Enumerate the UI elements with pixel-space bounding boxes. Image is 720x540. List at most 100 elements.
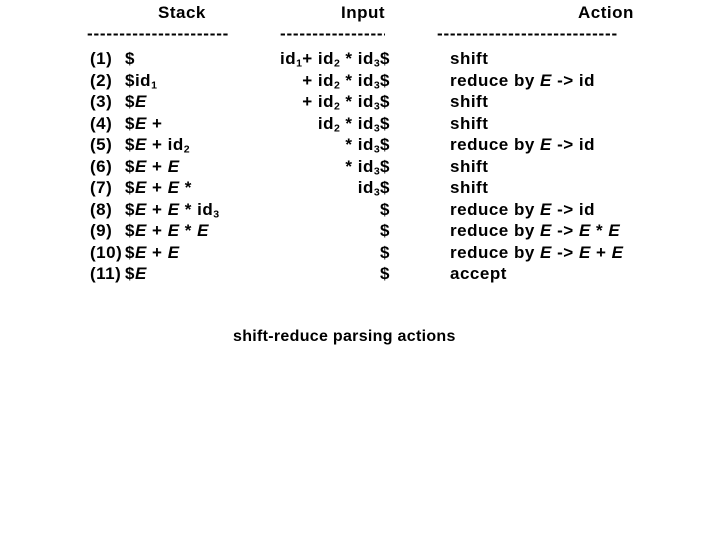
text-segment: $ xyxy=(125,49,135,68)
row-number: (4) xyxy=(90,113,113,133)
subscript: 2 xyxy=(334,121,341,134)
italic-nonterminal: E xyxy=(134,242,147,262)
text-segment: * xyxy=(179,178,192,197)
text-segment: * id xyxy=(345,156,374,176)
text-segment: $ xyxy=(380,178,390,197)
subscript: 3 xyxy=(213,207,220,220)
input-cell: $ xyxy=(380,263,390,285)
action-cell: reduce by E -> E + E xyxy=(450,242,624,264)
text-segment: $ xyxy=(380,242,390,262)
text-segment: $ xyxy=(125,242,135,262)
row-number: (1) xyxy=(90,49,113,68)
subscript: 2 xyxy=(334,100,341,113)
italic-nonterminal: E xyxy=(540,199,552,219)
text-segment: + xyxy=(146,156,168,176)
text-segment: reduce by xyxy=(450,70,541,90)
stack-cell: $E + E xyxy=(125,242,180,264)
row-number: (2) xyxy=(90,70,113,90)
stack-column-divider: ---------------------------- xyxy=(87,25,228,42)
stack-cell: $E + E * id3 xyxy=(125,199,219,226)
table-row: (8)$E + E * id3$reduce by E -> id xyxy=(0,199,720,221)
text-segment: id xyxy=(357,178,374,197)
text-segment: shift xyxy=(450,156,489,176)
input-cell: $ xyxy=(380,199,390,221)
text-segment: reduce by xyxy=(450,242,541,262)
row-number: (6) xyxy=(90,156,113,176)
action-cell: reduce by E -> E * E xyxy=(450,220,620,242)
text-segment: -> id xyxy=(551,70,596,90)
subscript: 2 xyxy=(183,143,190,156)
text-segment: $ xyxy=(380,92,390,111)
italic-nonterminal: E xyxy=(167,242,180,262)
text-segment: + id xyxy=(302,92,335,111)
italic-nonterminal: E xyxy=(578,221,591,240)
italic-nonterminal: E xyxy=(167,199,180,219)
input-cell: $ xyxy=(380,242,390,264)
text-segment: $ xyxy=(125,199,135,219)
text-segment: reduce by xyxy=(450,199,541,219)
row-number: (8) xyxy=(90,199,113,219)
action-cell: shift xyxy=(450,156,488,178)
text-segment: shift xyxy=(450,92,489,111)
table-row: (6)$E + E* id3$shift xyxy=(0,156,720,178)
text-segment: $ xyxy=(125,113,135,133)
text-segment: * id xyxy=(340,92,374,111)
text-segment: $ xyxy=(380,49,390,68)
italic-nonterminal: E xyxy=(167,221,180,240)
stack-cell: $ xyxy=(125,48,135,70)
italic-nonterminal: E xyxy=(540,242,552,262)
table-row: (4)$E +id2 * id3$shift xyxy=(0,113,720,135)
italic-nonterminal: E xyxy=(540,221,552,240)
input-cell: id1+ id2 * id3$ xyxy=(280,48,390,75)
text-segment: accept xyxy=(450,264,507,283)
italic-nonterminal: E xyxy=(167,156,180,176)
action-column-divider: ----------------------------------- xyxy=(437,25,617,42)
stack-cell: $E xyxy=(125,263,147,285)
text-segment: id xyxy=(317,113,335,133)
row-number: (5) xyxy=(90,135,113,154)
italic-nonterminal: E xyxy=(578,242,591,262)
text-segment: + xyxy=(146,242,168,262)
subscript: 3 xyxy=(373,57,381,70)
table-row: (2)$id1+ id2 * id3$reduce by E -> id xyxy=(0,70,720,92)
table-row: (11)$E$accept xyxy=(0,263,720,285)
table-row: (5)$E + id2* id3$reduce by E -> id xyxy=(0,134,720,156)
text-segment: -> xyxy=(551,242,579,262)
text-segment: -> id xyxy=(551,199,596,219)
input-cell: id3$ xyxy=(358,177,390,204)
stack-cell: $id1 xyxy=(125,70,157,97)
text-segment: + id xyxy=(146,135,184,154)
action-cell: reduce by E -> id xyxy=(450,70,595,92)
input-cell: * id3$ xyxy=(345,156,390,183)
text-segment: $ xyxy=(125,178,135,197)
row-number: (10) xyxy=(90,242,123,262)
text-segment: shift xyxy=(450,178,489,197)
parse-trace-rows: (1)$id1+ id2 * id3$shift(2)$id1+ id2 * i… xyxy=(0,48,720,285)
column-header-stack: Stack xyxy=(158,3,206,22)
stack-cell: $E + E * E xyxy=(125,220,209,242)
subscript: 3 xyxy=(373,186,381,199)
italic-nonterminal: E xyxy=(197,221,209,240)
text-segment: reduce by xyxy=(450,221,541,240)
text-segment: + id xyxy=(302,49,335,68)
action-cell: accept xyxy=(450,263,507,285)
action-cell: shift xyxy=(450,91,488,113)
text-segment: id xyxy=(279,49,297,68)
input-cell: $ xyxy=(380,220,390,242)
text-segment: $ xyxy=(380,113,390,133)
row-number: (3) xyxy=(90,92,113,111)
italic-nonterminal: E xyxy=(167,178,180,197)
italic-nonterminal: E xyxy=(134,156,147,176)
text-segment: -> id xyxy=(551,135,596,154)
text-segment: reduce by xyxy=(450,135,541,154)
text-segment: * xyxy=(179,221,198,240)
action-cell: shift xyxy=(450,177,488,199)
italic-nonterminal: E xyxy=(134,199,147,219)
italic-nonterminal: E xyxy=(134,178,147,197)
text-segment: $ xyxy=(380,70,390,90)
stack-cell: $E + E xyxy=(125,156,180,178)
subscript: 2 xyxy=(334,57,341,70)
text-segment: $ xyxy=(380,199,390,219)
table-row: (3)$E+ id2 * id3$shift xyxy=(0,91,720,113)
text-segment: $ xyxy=(380,156,390,176)
